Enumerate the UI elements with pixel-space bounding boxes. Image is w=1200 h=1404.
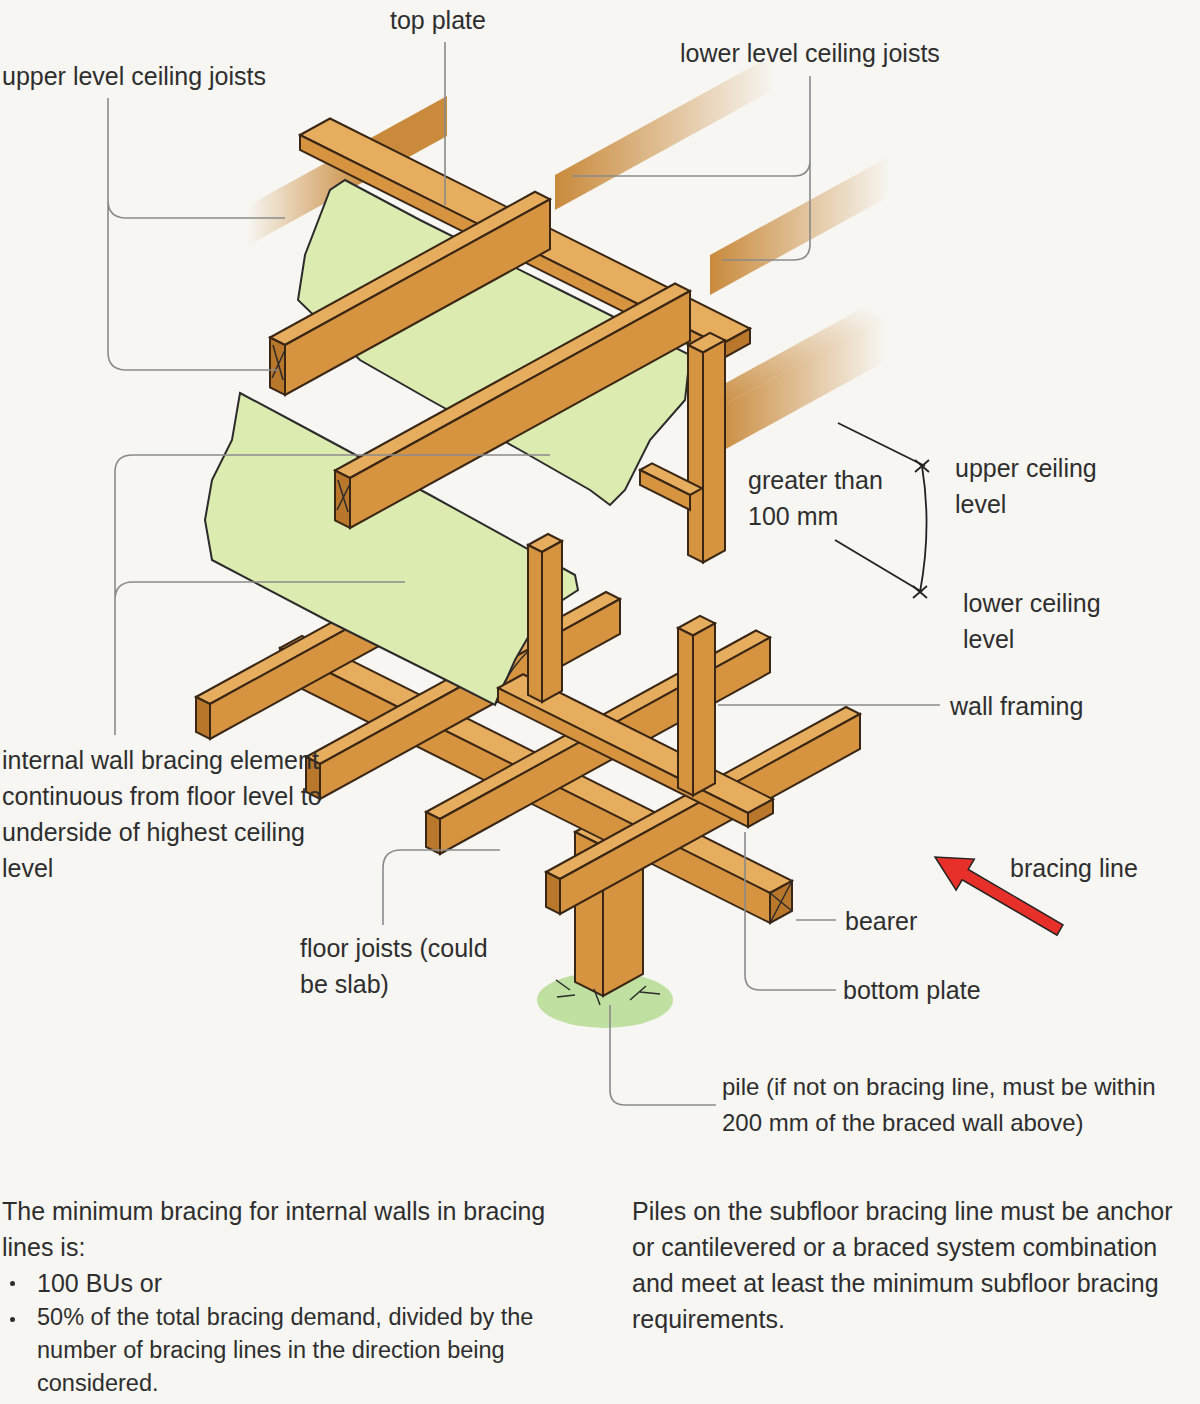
callout-label: floor joists (could be slab): [300, 930, 505, 1002]
background-joist: [710, 156, 890, 295]
ceiling-joist: [335, 471, 350, 529]
wall-stud: [640, 470, 690, 510]
wall-stud: [528, 534, 715, 796]
ceiling-joist: [270, 338, 285, 396]
bearer: [770, 881, 792, 923]
leader-line: [108, 42, 940, 1105]
pile: [556, 980, 660, 1005]
leader-line: [610, 1005, 716, 1105]
callout-label: upper level ceiling joists: [2, 58, 266, 94]
floor-joist: [546, 872, 560, 914]
note-block: The minimum bracing for internal walls i…: [2, 1193, 587, 1400]
callout-label: lower ceiling level: [963, 585, 1141, 657]
bullet-item: 50% of the total bracing demand, divided…: [2, 1301, 587, 1400]
leader-line: [572, 76, 810, 260]
background-joist: [555, 54, 775, 210]
callout-label: bearer: [845, 903, 917, 939]
wall-stud: [688, 345, 703, 563]
wall-stud: [703, 340, 725, 562]
note-text: 100 BUs or: [37, 1265, 587, 1301]
callout-label: bottom plate: [843, 972, 981, 1008]
ceiling-joist: [350, 291, 690, 528]
ceiling-joist: [285, 199, 550, 395]
bottom-plate: [748, 799, 773, 827]
floor-joist: [426, 812, 440, 854]
note-text: Piles on the subfloor bracing line must …: [632, 1193, 1192, 1337]
wall-stud: [693, 623, 715, 795]
leader-line: [796, 919, 836, 921]
leader-line: [444, 42, 446, 205]
bullet-dot: [10, 1317, 15, 1322]
callout-label: top plate: [390, 2, 486, 38]
callout-label: lower level ceiling joists: [680, 35, 940, 71]
dimension-line: [913, 460, 929, 598]
bullet-dot: [10, 1281, 15, 1286]
ceiling-joist: [335, 284, 690, 479]
leader-line: [745, 832, 836, 990]
callout-label: pile (if not on bracing line, must be wi…: [722, 1069, 1194, 1141]
leader-line: [115, 455, 550, 735]
bullet-item: 100 BUs or: [2, 1265, 587, 1301]
wall-stud: [678, 628, 693, 796]
wall-stud: [640, 333, 725, 563]
callout-label: greater than 100 mm: [748, 462, 918, 534]
dimension-line: [835, 423, 927, 592]
ceiling-joist: [270, 192, 690, 528]
callout-label: wall framing: [950, 688, 1083, 724]
leader-line: [383, 850, 500, 925]
floor-joist: [196, 697, 210, 739]
leader-line: [108, 98, 285, 370]
leader-line: [718, 704, 940, 706]
callout-label: bracing line: [1010, 850, 1138, 886]
ceiling-joist: [272, 345, 285, 380]
callout-label: upper ceiling level: [955, 450, 1133, 522]
note-text: 50% of the total bracing demand, divided…: [37, 1301, 587, 1400]
note-text: The minimum bracing for internal walls i…: [2, 1193, 587, 1265]
ceiling-joist: [337, 480, 350, 512]
bearer: [770, 881, 792, 923]
callout-label: internal wall bracing element continuous…: [2, 742, 324, 886]
wall-stud: [542, 541, 562, 702]
wall-stud: [528, 545, 542, 702]
dimension-line: [835, 423, 929, 598]
